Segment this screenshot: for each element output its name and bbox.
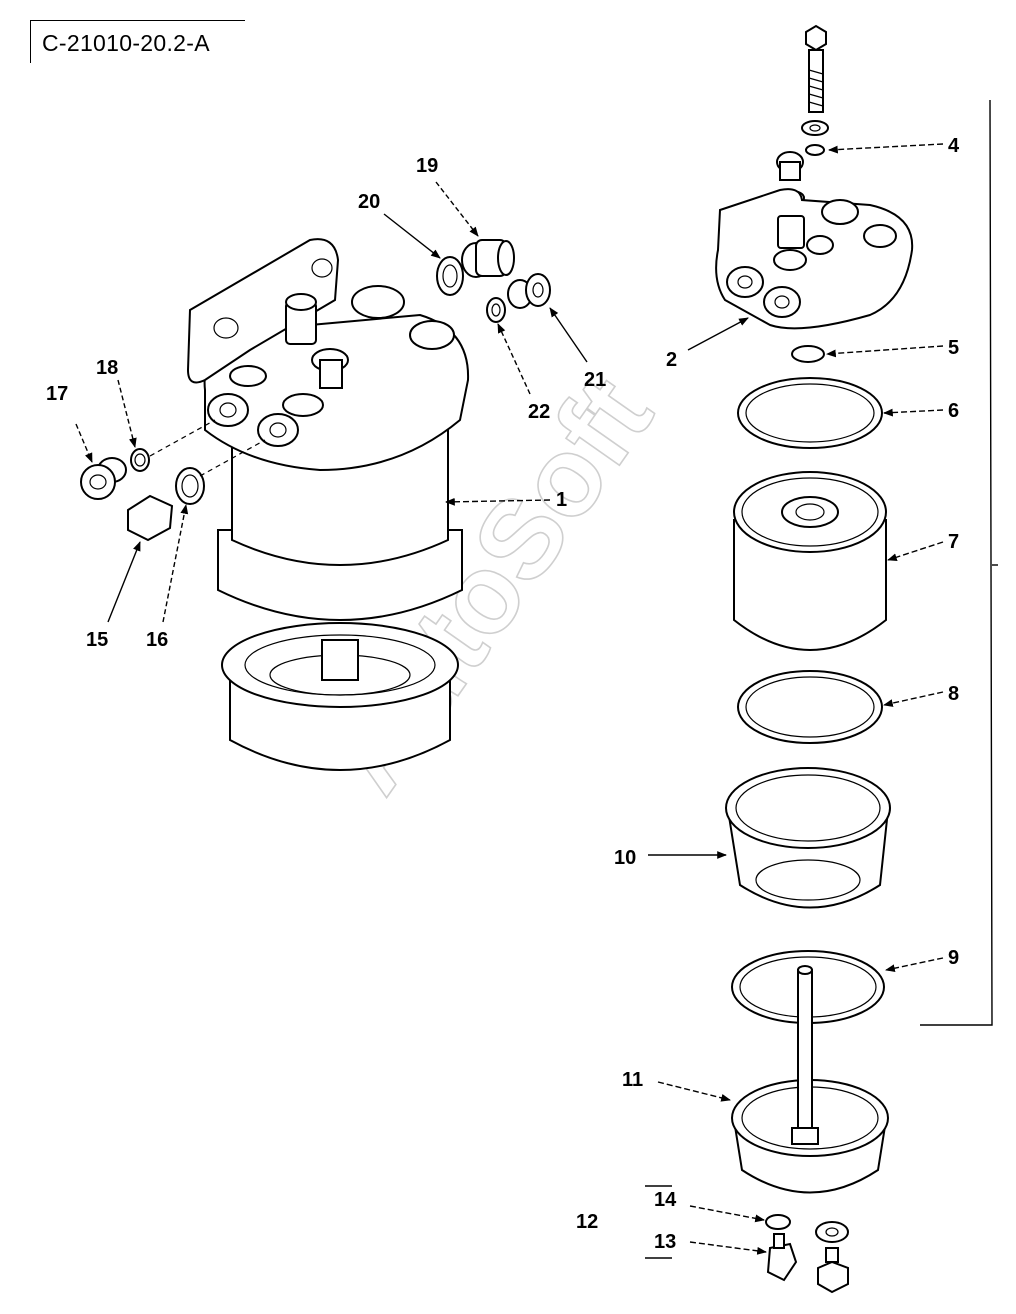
callout-16: 16 xyxy=(146,629,168,651)
drain-plug-part-13 xyxy=(766,1233,798,1282)
callout-19: 19 xyxy=(416,155,438,177)
leader-lines xyxy=(75,143,944,1259)
callout-2: 2 xyxy=(666,349,677,371)
callout-10: 10 xyxy=(614,847,636,869)
callout-18: 18 xyxy=(96,357,118,379)
callout-1: 1 xyxy=(556,489,567,511)
fitting-part-21 xyxy=(507,273,551,309)
callout-20: 20 xyxy=(358,191,380,213)
washer-part-20 xyxy=(436,256,464,296)
callout-15: 15 xyxy=(86,629,108,651)
assembled-filter-part-1 xyxy=(186,238,470,771)
o-ring-part-4 xyxy=(805,144,825,156)
callout-21: 21 xyxy=(584,369,606,391)
filter-head-part-2 xyxy=(715,151,914,330)
callout-8: 8 xyxy=(948,683,959,705)
o-ring-part-5 xyxy=(791,345,825,363)
callout-11: 11 xyxy=(622,1069,643,1091)
drawing-code: C-21010-20.2-A xyxy=(42,30,210,56)
o-ring-part-14 xyxy=(765,1214,791,1230)
filter-element-part-7 xyxy=(733,471,887,651)
assembly-line xyxy=(149,419,216,457)
callout-7: 7 xyxy=(948,531,959,553)
plug-part-15 xyxy=(127,494,174,542)
bolt xyxy=(801,24,829,136)
seal-ring-part-6 xyxy=(737,377,883,449)
callout-12: 12 xyxy=(576,1211,598,1233)
callout-4: 4 xyxy=(948,135,960,157)
plug-part-17 xyxy=(80,457,127,500)
washer-and-nut xyxy=(815,1221,849,1294)
washer-part-16 xyxy=(175,467,205,505)
callout-14: 14 xyxy=(654,1189,677,1211)
callout-13: 13 xyxy=(654,1231,676,1253)
callout-9: 9 xyxy=(948,947,959,969)
drain-cup-part-11 xyxy=(731,965,889,1194)
bowl-part-10 xyxy=(725,767,891,909)
callout-5: 5 xyxy=(948,337,959,359)
callout-22: 22 xyxy=(528,401,550,423)
washer-part-22 xyxy=(486,297,506,323)
kit-bracket xyxy=(920,99,993,1026)
callout-17: 17 xyxy=(46,383,68,405)
plug-part-19 xyxy=(461,239,515,278)
washer-part-18 xyxy=(130,448,150,472)
seal-ring-part-8 xyxy=(737,670,883,744)
assembly-line xyxy=(199,439,266,477)
callout-6: 6 xyxy=(948,400,959,422)
drawing-code-frame xyxy=(30,20,245,63)
